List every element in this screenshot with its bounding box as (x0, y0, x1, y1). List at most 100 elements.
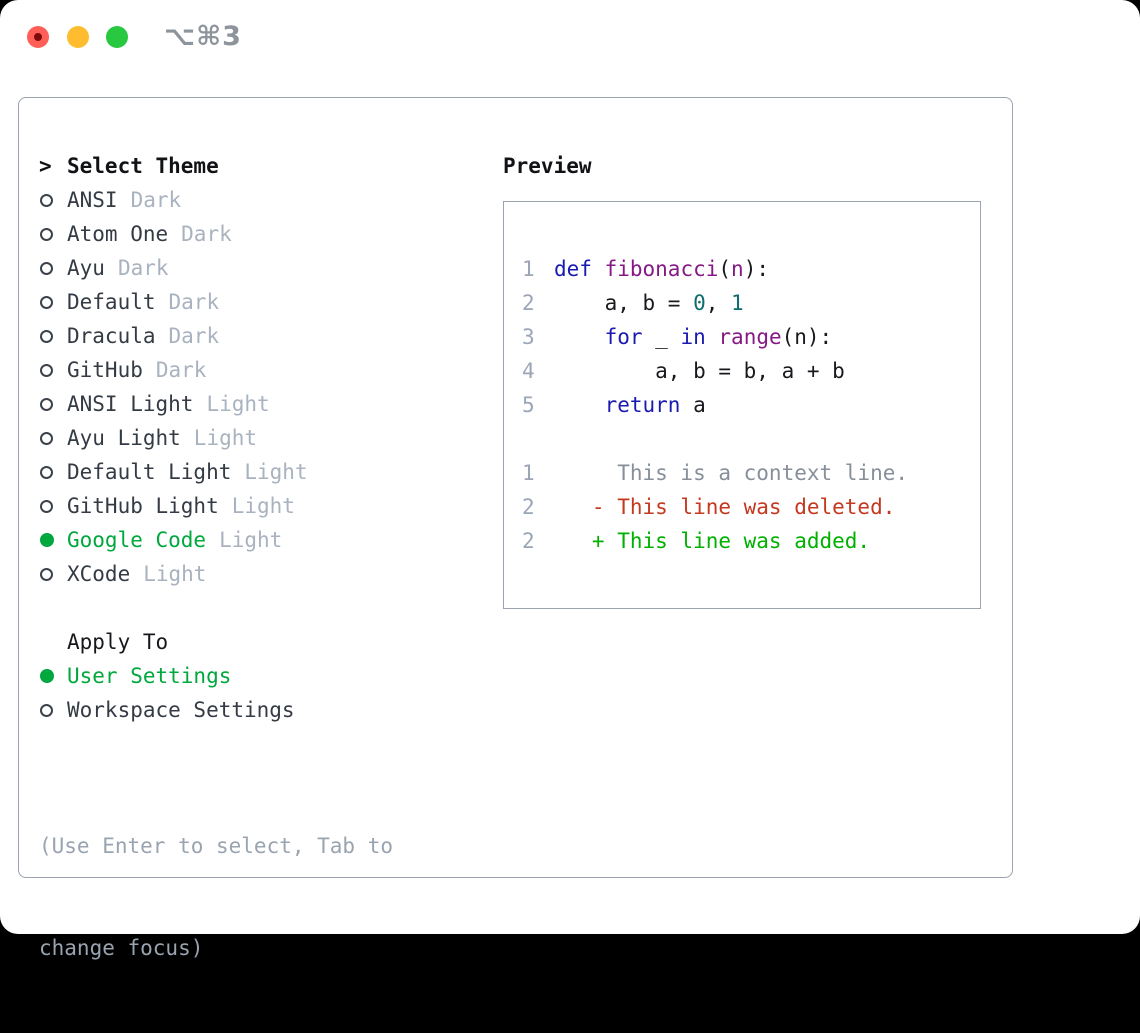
apply-to-option[interactable]: User Settings (39, 659, 489, 693)
theme-variant-tag: Dark (181, 222, 232, 246)
outline-circle-icon (40, 397, 53, 411)
code-text: return a (604, 393, 706, 417)
help-text-line-2: change focus) (39, 936, 204, 960)
preview-line: 2 - This line was deleted. (522, 490, 980, 524)
spacer (522, 422, 980, 456)
filled-circle-icon (40, 533, 54, 547)
theme-variant-tag: Dark (168, 290, 220, 314)
theme-variant-tag: Light (193, 426, 258, 450)
radio-unselected-icon (39, 397, 67, 411)
theme-item[interactable]: Google Code Light (39, 523, 489, 557)
preview-line: 3 for _ in range(n): (522, 320, 980, 354)
spacer (39, 727, 489, 761)
line-number: 2 (522, 291, 535, 315)
radio-selected-icon (39, 669, 67, 683)
line-number: 2 (522, 529, 535, 553)
theme-variant-tag: Dark (117, 256, 169, 280)
filled-circle-icon (40, 669, 54, 683)
apply-to-option[interactable]: Workspace Settings (39, 693, 489, 727)
theme-variant-tag: Dark (130, 188, 182, 212)
select-theme-header: > Select Theme (39, 149, 489, 183)
option-label: Workspace Settings (67, 698, 295, 722)
preview-line: 1 This is a context line. (522, 456, 980, 490)
preview-line: 2 a, b = 0, 1 (522, 286, 980, 320)
radio-unselected-icon (39, 295, 67, 309)
theme-variant-tag: Light (143, 562, 207, 586)
minimize-button[interactable] (67, 26, 89, 48)
theme-item[interactable]: Atom One Dark (39, 217, 489, 251)
radio-unselected-icon (39, 363, 67, 377)
radio-unselected-icon (39, 431, 67, 445)
option-label: ANSI (67, 188, 118, 212)
preview-line: 1 def fibonacci(n): (522, 252, 980, 286)
radio-unselected-icon (39, 193, 67, 207)
select-theme-title: Select Theme (67, 154, 219, 178)
theme-item[interactable]: ANSI Light Light (39, 387, 489, 421)
radio-unselected-icon (39, 465, 67, 479)
line-number: 1 (522, 257, 535, 281)
line-number: 2 (522, 495, 535, 519)
line-number: 3 (522, 325, 535, 349)
diff-text-del: - This line was deleted. (554, 495, 896, 519)
close-dot-icon (34, 33, 42, 41)
outline-circle-icon (40, 329, 53, 343)
option-label: Ayu Light (67, 426, 181, 450)
theme-variant-tag: Light (219, 528, 283, 552)
outline-circle-icon (40, 567, 53, 581)
maximize-button[interactable] (106, 26, 128, 48)
option-label: User Settings (67, 664, 232, 688)
code-text: def fibonacci(n): (554, 257, 769, 281)
option-label: GitHub Light (67, 494, 219, 518)
outline-circle-icon (40, 465, 53, 479)
radio-selected-icon (39, 533, 67, 547)
radio-unselected-icon (39, 499, 67, 513)
line-number: 1 (522, 461, 535, 485)
outline-circle-icon (40, 703, 53, 717)
option-label: GitHub (67, 358, 143, 382)
line-number: 5 (522, 393, 535, 417)
outline-circle-icon (40, 431, 53, 445)
option-label: ANSI Light (67, 392, 194, 416)
option-label: Dracula (67, 324, 156, 348)
diff-preview: 1 This is a context line.2 - This line w… (522, 456, 980, 558)
code-text: a, b = 0, 1 (554, 291, 744, 315)
theme-item[interactable]: ANSI Dark (39, 183, 489, 217)
theme-variant-tag: Light (206, 392, 270, 416)
theme-item[interactable]: Dracula Dark (39, 319, 489, 353)
help-text-line-1: (Use Enter to select, Tab to (39, 834, 394, 858)
outline-circle-icon (40, 295, 53, 309)
option-label: Google Code (67, 528, 207, 552)
radio-unselected-icon (39, 261, 67, 275)
outline-circle-icon (40, 227, 53, 241)
outline-circle-icon (40, 261, 53, 275)
preview-line: 2 + This line was added. (522, 524, 980, 558)
outline-circle-icon (40, 363, 53, 377)
preview-header: Preview (503, 154, 592, 178)
option-label: Default Light (67, 460, 232, 484)
line-number: 4 (522, 359, 535, 383)
theme-item[interactable]: Ayu Light Light (39, 421, 489, 455)
radio-unselected-icon (39, 329, 67, 343)
close-button[interactable] (27, 26, 49, 48)
apply-to-title: Apply To (67, 630, 169, 654)
preview-line: 4 a, b = b, a + b (522, 354, 980, 388)
outline-circle-icon (40, 499, 53, 513)
radio-unselected-icon (39, 703, 67, 717)
option-label: Atom One (67, 222, 169, 246)
code-text: for _ in range(n): (604, 325, 833, 349)
theme-variant-tag: Dark (168, 324, 220, 348)
